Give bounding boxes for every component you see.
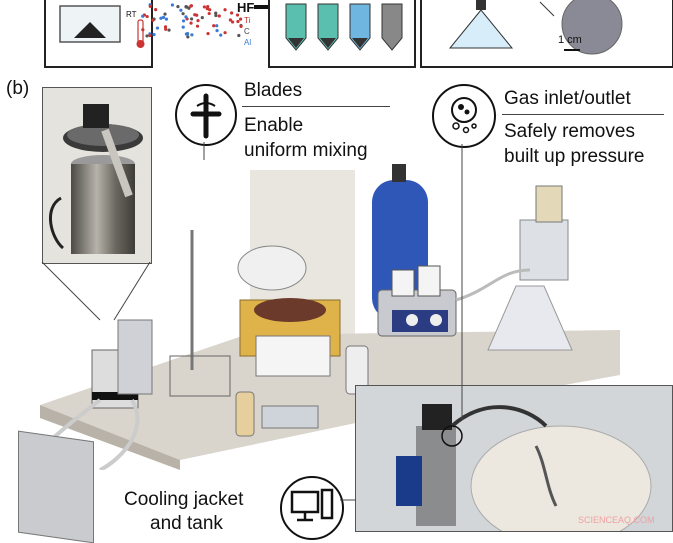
element-ti: Ti <box>244 16 251 25</box>
reactor-closeup-photo <box>42 87 152 264</box>
centrifuge-tubes-illustration <box>285 3 403 51</box>
blades-icon <box>190 93 222 139</box>
watermark: SCIENCEAQ.COM <box>578 515 655 525</box>
gas-title: Gas inlet/outlet <box>504 88 631 109</box>
blades-desc-line1: Enable <box>244 115 304 136</box>
panel-a-spray-box: 1 cm <box>420 0 673 68</box>
hf-label: HF <box>237 0 255 15</box>
gas-desc-line2: built up pressure <box>504 146 645 167</box>
gas-divider <box>502 114 664 115</box>
autoclave-illustration <box>59 5 145 48</box>
gas-bubbles-icon <box>451 97 477 134</box>
computer-control-icon <box>290 488 334 522</box>
reactor-tank-photo <box>355 385 673 532</box>
blades-divider <box>242 106 390 107</box>
panel-a-left-box: RT <box>44 0 153 68</box>
element-c: C <box>244 27 250 36</box>
blades-desc-line2: uniform mixing <box>244 140 368 161</box>
blades-title: Blades <box>244 80 303 101</box>
scale-bar-label: 1 cm <box>558 34 582 46</box>
panel-label-b: (b) <box>6 78 30 99</box>
spray-and-film-illustration <box>448 0 623 55</box>
hf-arrow-icon <box>254 5 268 9</box>
element-al: Al <box>244 38 252 47</box>
rt-label: RT <box>126 10 137 19</box>
gas-callout-circle <box>432 84 496 148</box>
blades-callout-circle <box>175 84 237 146</box>
gas-desc-line1: Safely removes <box>504 121 635 142</box>
particle-cloud <box>132 0 252 64</box>
cooling-panel <box>18 430 94 543</box>
panel-a-tubes-box <box>268 0 416 68</box>
lab-bench-scene <box>0 160 673 472</box>
cooling-callout-circle <box>280 476 344 540</box>
cooling-label-line1: Cooling jacket <box>124 489 244 510</box>
cooling-label-line2: and tank <box>150 513 223 534</box>
